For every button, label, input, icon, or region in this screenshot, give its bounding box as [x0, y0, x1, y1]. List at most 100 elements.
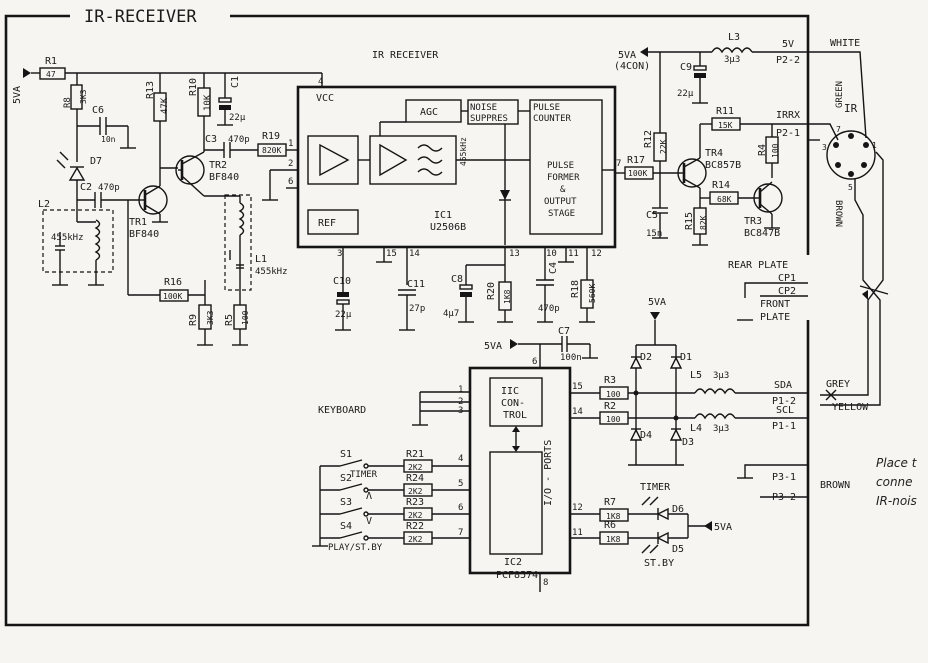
svg-text:D1: D1 [680, 352, 692, 363]
svg-text:R1: R1 [45, 56, 57, 67]
svg-text:TR2: TR2 [209, 160, 227, 171]
svg-text:3μ3: 3μ3 [713, 424, 729, 434]
ic1-agc: AGC [420, 107, 438, 118]
svg-text:3K3: 3K3 [206, 310, 215, 325]
svg-text:S2: S2 [340, 473, 352, 484]
svg-text:R16: R16 [164, 277, 182, 288]
svg-text:2K2: 2K2 [408, 487, 423, 496]
rear-plate-label: REAR PLATE [728, 260, 788, 271]
svg-text:S4: S4 [340, 521, 352, 532]
svg-text:15n: 15n [646, 229, 662, 239]
wire-brown-2: BROWN [820, 480, 850, 491]
svg-text:R15: R15 [684, 212, 695, 230]
svg-text:R12: R12 [643, 130, 654, 148]
svg-text:22μ: 22μ [335, 310, 352, 320]
ic2-io: I/O - PORTS [543, 440, 554, 506]
conn-irrx: IRRX [776, 110, 800, 121]
svg-text:22K: 22K [659, 139, 668, 154]
svg-text:3: 3 [822, 143, 827, 152]
svg-text:R13: R13 [145, 81, 156, 99]
side-note-line3: IR-nois [876, 494, 917, 508]
svg-text:10: 10 [546, 249, 557, 259]
svg-text:470p: 470p [98, 183, 120, 193]
svg-text:R2: R2 [604, 401, 616, 412]
svg-text:470p: 470p [538, 304, 560, 314]
side-note-line1: Place t [876, 456, 918, 470]
cp2-label: CP2 [778, 286, 796, 297]
svg-text:TIMER: TIMER [350, 470, 378, 480]
transistor-tr4 [677, 158, 707, 188]
svg-text:R19: R19 [262, 131, 280, 142]
svg-text:C4: C4 [548, 262, 559, 274]
svg-text:1: 1 [288, 139, 293, 149]
svg-text:C3: C3 [205, 134, 217, 145]
svg-text:100K: 100K [628, 169, 647, 178]
ic1-freq: 455kHz [459, 137, 468, 166]
ic1-ref: REF [318, 218, 336, 229]
svg-text:100: 100 [606, 390, 621, 399]
svg-text:OUTPUT: OUTPUT [544, 197, 577, 207]
svg-text:7: 7 [458, 528, 463, 538]
svg-text:FRONT: FRONT [760, 299, 790, 310]
svg-text:C5: C5 [646, 210, 658, 221]
svg-text:L5: L5 [690, 370, 702, 381]
ic1-header: IR RECEIVER [372, 50, 439, 61]
svg-text:1K8: 1K8 [606, 512, 621, 521]
svg-text:15: 15 [572, 382, 583, 392]
svg-text:10n: 10n [101, 135, 116, 144]
frame: IR-RECEIVER [4, 7, 810, 627]
svg-text:100K: 100K [163, 292, 182, 301]
svg-text:6: 6 [532, 357, 537, 367]
svg-text:1K8: 1K8 [606, 535, 621, 544]
resistor-r7 [599, 508, 629, 522]
supply-5va-led: 5VA [714, 522, 732, 533]
conn-p31: P3-1 [772, 472, 796, 483]
svg-text:820K: 820K [262, 146, 281, 155]
conn-5v: 5V [782, 39, 794, 50]
svg-text:C11: C11 [407, 279, 425, 290]
p3-connector: P3-1 P3-2 BROWN [737, 464, 850, 503]
svg-text:1: 1 [458, 385, 463, 395]
svg-text:C2: C2 [80, 182, 92, 193]
ic2-name: IC2 [504, 557, 522, 568]
svg-text:4μ7: 4μ7 [443, 309, 459, 319]
svg-text:PLATE: PLATE [760, 312, 790, 323]
wire-white: WHITE [830, 38, 860, 49]
svg-text:S3: S3 [340, 497, 352, 508]
svg-text:13: 13 [509, 249, 520, 259]
svg-text:455kHz: 455kHz [51, 233, 84, 243]
svg-text:10K: 10K [203, 94, 213, 111]
keyboard-switches: S1 TIMER R21 2K2 S2 Λ R24 2K2 S3 V [312, 449, 470, 553]
side-note: Place t conne IR-nois [876, 456, 918, 508]
svg-text:R22: R22 [406, 521, 424, 532]
svg-text:PULSE: PULSE [547, 161, 574, 171]
status-leds: R7 1K8 R6 1K8 5VA D6 D5 TIMER ST.BY [599, 482, 732, 569]
plate-labels: REAR PLATE CP1 CP2 FRONT PLATE [728, 260, 808, 323]
svg-text:D4: D4 [640, 430, 652, 441]
svg-text:6: 6 [288, 177, 293, 187]
ic2-block: IIC CON- TROL I/O - PORTS IC2 PCF8574 8 … [318, 366, 600, 592]
led-timer-label: TIMER [640, 482, 671, 493]
svg-text:C9: C9 [680, 62, 692, 73]
svg-text:&: & [560, 185, 566, 195]
svg-text:R6: R6 [604, 520, 616, 531]
svg-text:2: 2 [288, 159, 293, 169]
left-section: 5VA R1 47 4 R8 3K3 C6 10n D7 [12, 56, 323, 346]
ic1-part: U2506B [430, 222, 466, 233]
svg-text:15: 15 [386, 249, 397, 259]
ic1-name: IC1 [434, 210, 452, 221]
svg-text:455kHz: 455kHz [255, 267, 288, 277]
c7-supply: 5VA C7 100n 6 [484, 326, 598, 368]
ir-label: IR [844, 102, 858, 115]
svg-text:C8: C8 [451, 274, 463, 285]
svg-text:C1: C1 [230, 76, 241, 88]
svg-text:BC847B: BC847B [744, 228, 780, 239]
svg-text:100: 100 [241, 310, 250, 325]
svg-text:R8: R8 [63, 97, 73, 108]
svg-text:2K2: 2K2 [408, 535, 423, 544]
svg-text:D3: D3 [682, 437, 694, 448]
conn-scl: SCL [776, 405, 794, 416]
svg-text:V: V [366, 516, 372, 527]
svg-text:11: 11 [572, 528, 583, 538]
svg-text:R18: R18 [570, 280, 581, 298]
